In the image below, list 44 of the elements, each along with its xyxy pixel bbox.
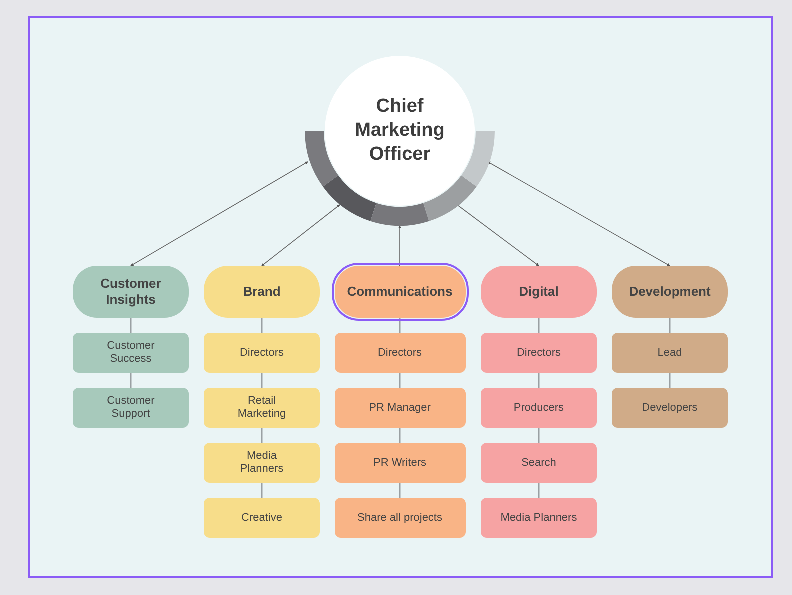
role-box: Customer Support: [73, 388, 189, 428]
connector-line: [130, 373, 132, 388]
role-box: Retail Marketing: [204, 388, 320, 428]
connector-line: [538, 373, 540, 388]
role-box: PR Writers: [334, 443, 466, 483]
role-box: Media Planners: [481, 498, 597, 538]
department-box: Customer Insights: [73, 266, 189, 318]
connector-line: [261, 373, 263, 388]
connector-line: [669, 318, 671, 333]
connector-line: [669, 373, 671, 388]
role-box: Share all projects: [334, 498, 466, 538]
connector-line: [538, 428, 540, 443]
role-box: Media Planners: [204, 443, 320, 483]
role-box: Producers: [481, 388, 597, 428]
role-box: Lead: [612, 333, 728, 373]
connector-line: [261, 428, 263, 443]
role-title: Chief Marketing Officer: [354, 95, 446, 167]
role-box: Directors: [481, 333, 597, 373]
connector-line: [399, 483, 401, 498]
department-box: Brand: [204, 266, 320, 318]
arrow: [130, 162, 308, 266]
department-box: Digital: [481, 266, 597, 318]
role-box: Developers: [612, 388, 728, 428]
connector-line: [399, 373, 401, 388]
role-box: PR Manager: [334, 388, 466, 428]
connector-line: [399, 428, 401, 443]
role-box: Directors: [204, 333, 320, 373]
role-box: Customer Success: [73, 333, 189, 373]
connector-line: [399, 318, 401, 333]
role-box: Creative: [204, 498, 320, 538]
arrow: [398, 225, 402, 267]
role-box: Directors: [334, 333, 466, 373]
arrow: [456, 204, 540, 266]
department-box: Development: [612, 266, 728, 318]
connector-line: [538, 483, 540, 498]
role-box: Search: [481, 443, 597, 483]
role-circle: [305, 55, 495, 227]
arrow: [262, 204, 340, 266]
connector-line: [130, 318, 132, 333]
department-box: Communications: [334, 266, 466, 318]
arrow: [488, 162, 670, 266]
connector-line: [261, 483, 263, 498]
connector-line: [538, 318, 540, 333]
connector-line: [261, 318, 263, 333]
